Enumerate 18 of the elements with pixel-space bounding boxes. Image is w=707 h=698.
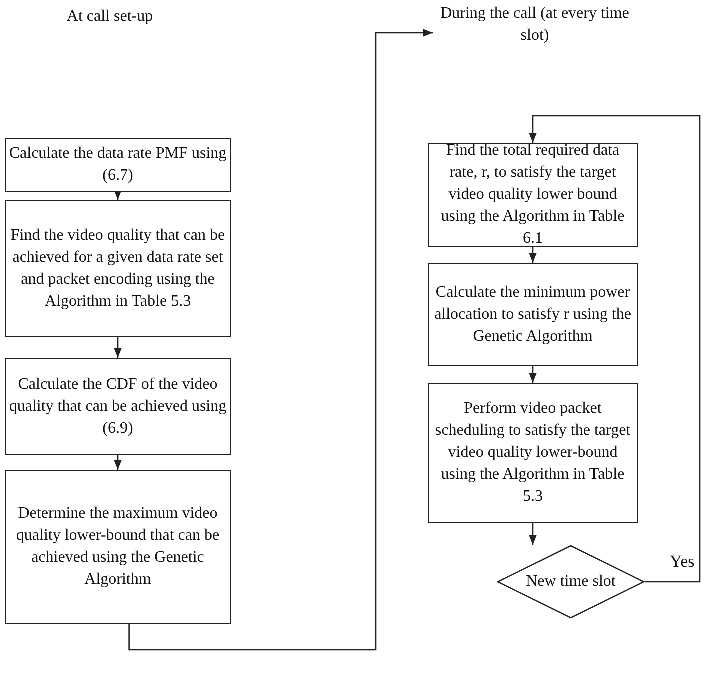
section-heading: At call set-up bbox=[30, 2, 190, 32]
process-box: Calculate the data rate PMF using (6.7) bbox=[5, 138, 231, 192]
arrow bbox=[114, 337, 122, 358]
decision-diamond: New time slot bbox=[497, 545, 645, 619]
process-box: Find the video quality that can be achieved for a given data rate set and packet encoding using the Algorithm in Table 5.3 bbox=[5, 200, 231, 337]
arrow bbox=[114, 190, 122, 200]
arrow bbox=[529, 247, 537, 263]
process-box: Calculate the minimum power allocation to satisfy r using the Genetic Algorithm bbox=[428, 263, 638, 366]
process-box: Find the total required data rate, r, to satisfy the target video quality lower bound using the Algorithm in Table 6.1 bbox=[428, 143, 638, 247]
arrow bbox=[529, 523, 537, 545]
section-heading: During the call (at every time slot) bbox=[425, 0, 645, 50]
arrow bbox=[114, 455, 122, 470]
arrow bbox=[529, 366, 537, 383]
process-box: Determine the maximum video quality lower-bound that can be achieved using the Genetic Algorithm bbox=[5, 470, 231, 624]
arrow bbox=[529, 115, 701, 583]
arrow bbox=[128, 29, 433, 651]
process-box: Calculate the CDF of the video quality that can be achieved using (6.9) bbox=[5, 358, 231, 455]
process-box: Perform video packet scheduling to satisfy the target video quality lower-bound using the Algorithm in Table 5.3 bbox=[428, 383, 638, 523]
